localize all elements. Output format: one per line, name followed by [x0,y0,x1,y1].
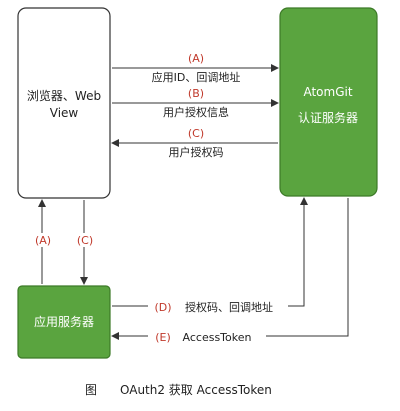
edge-d-app-to-auth: (D) 授权码、回调地址 [112,197,308,314]
edge-a-browser-to-auth: (A) 应用ID、回调地址 [112,52,279,84]
edge-c-auth-to-browser: (C) 用户授权码 [111,127,278,159]
edge-c-step: (C) [188,127,204,140]
edge-b-step: (B) [188,87,204,100]
edge-b-label: 用户授权信息 [163,105,229,119]
caption-prefix: 图 [85,383,97,397]
atomgit-label-line2: 认证服务器 [298,110,358,125]
browser-label-line2: View [50,106,79,120]
app-server-node: 应用服务器 [17,285,111,359]
edge-c-label: 用户授权码 [169,145,224,159]
edge-a-left-step: (A) [35,234,51,247]
edge-a-label: 应用ID、回调地址 [152,70,241,84]
atomgit-auth-server-node: AtomGit 认证服务器 [279,7,378,197]
edge-c-left-step: (C) [77,234,93,247]
caption-text: OAuth2 获取 AccessToken [120,383,272,397]
edge-e-label: AccessToken [183,331,252,344]
browser-node: 浏览器、Web View [17,7,111,199]
figure-caption: 图 OAuth2 获取 AccessToken [85,383,272,397]
edge-b-browser-to-auth: (B) 用户授权信息 [112,87,279,119]
edge-c-browser-to-app: (C) [74,200,96,285]
edge-e-step: (E) [155,331,171,344]
edge-e-auth-to-app: (E) AccessToken [111,198,349,344]
edge-d-step: (D) [154,301,171,314]
edge-a-step: (A) [188,52,204,65]
edge-d-label: 授权码、回调地址 [185,300,273,314]
app-server-label: 应用服务器 [34,314,94,329]
atomgit-label-line1: AtomGit [303,85,352,99]
edge-a-app-to-browser: (A) [32,199,54,284]
browser-label-line1: 浏览器、Web [27,88,101,103]
